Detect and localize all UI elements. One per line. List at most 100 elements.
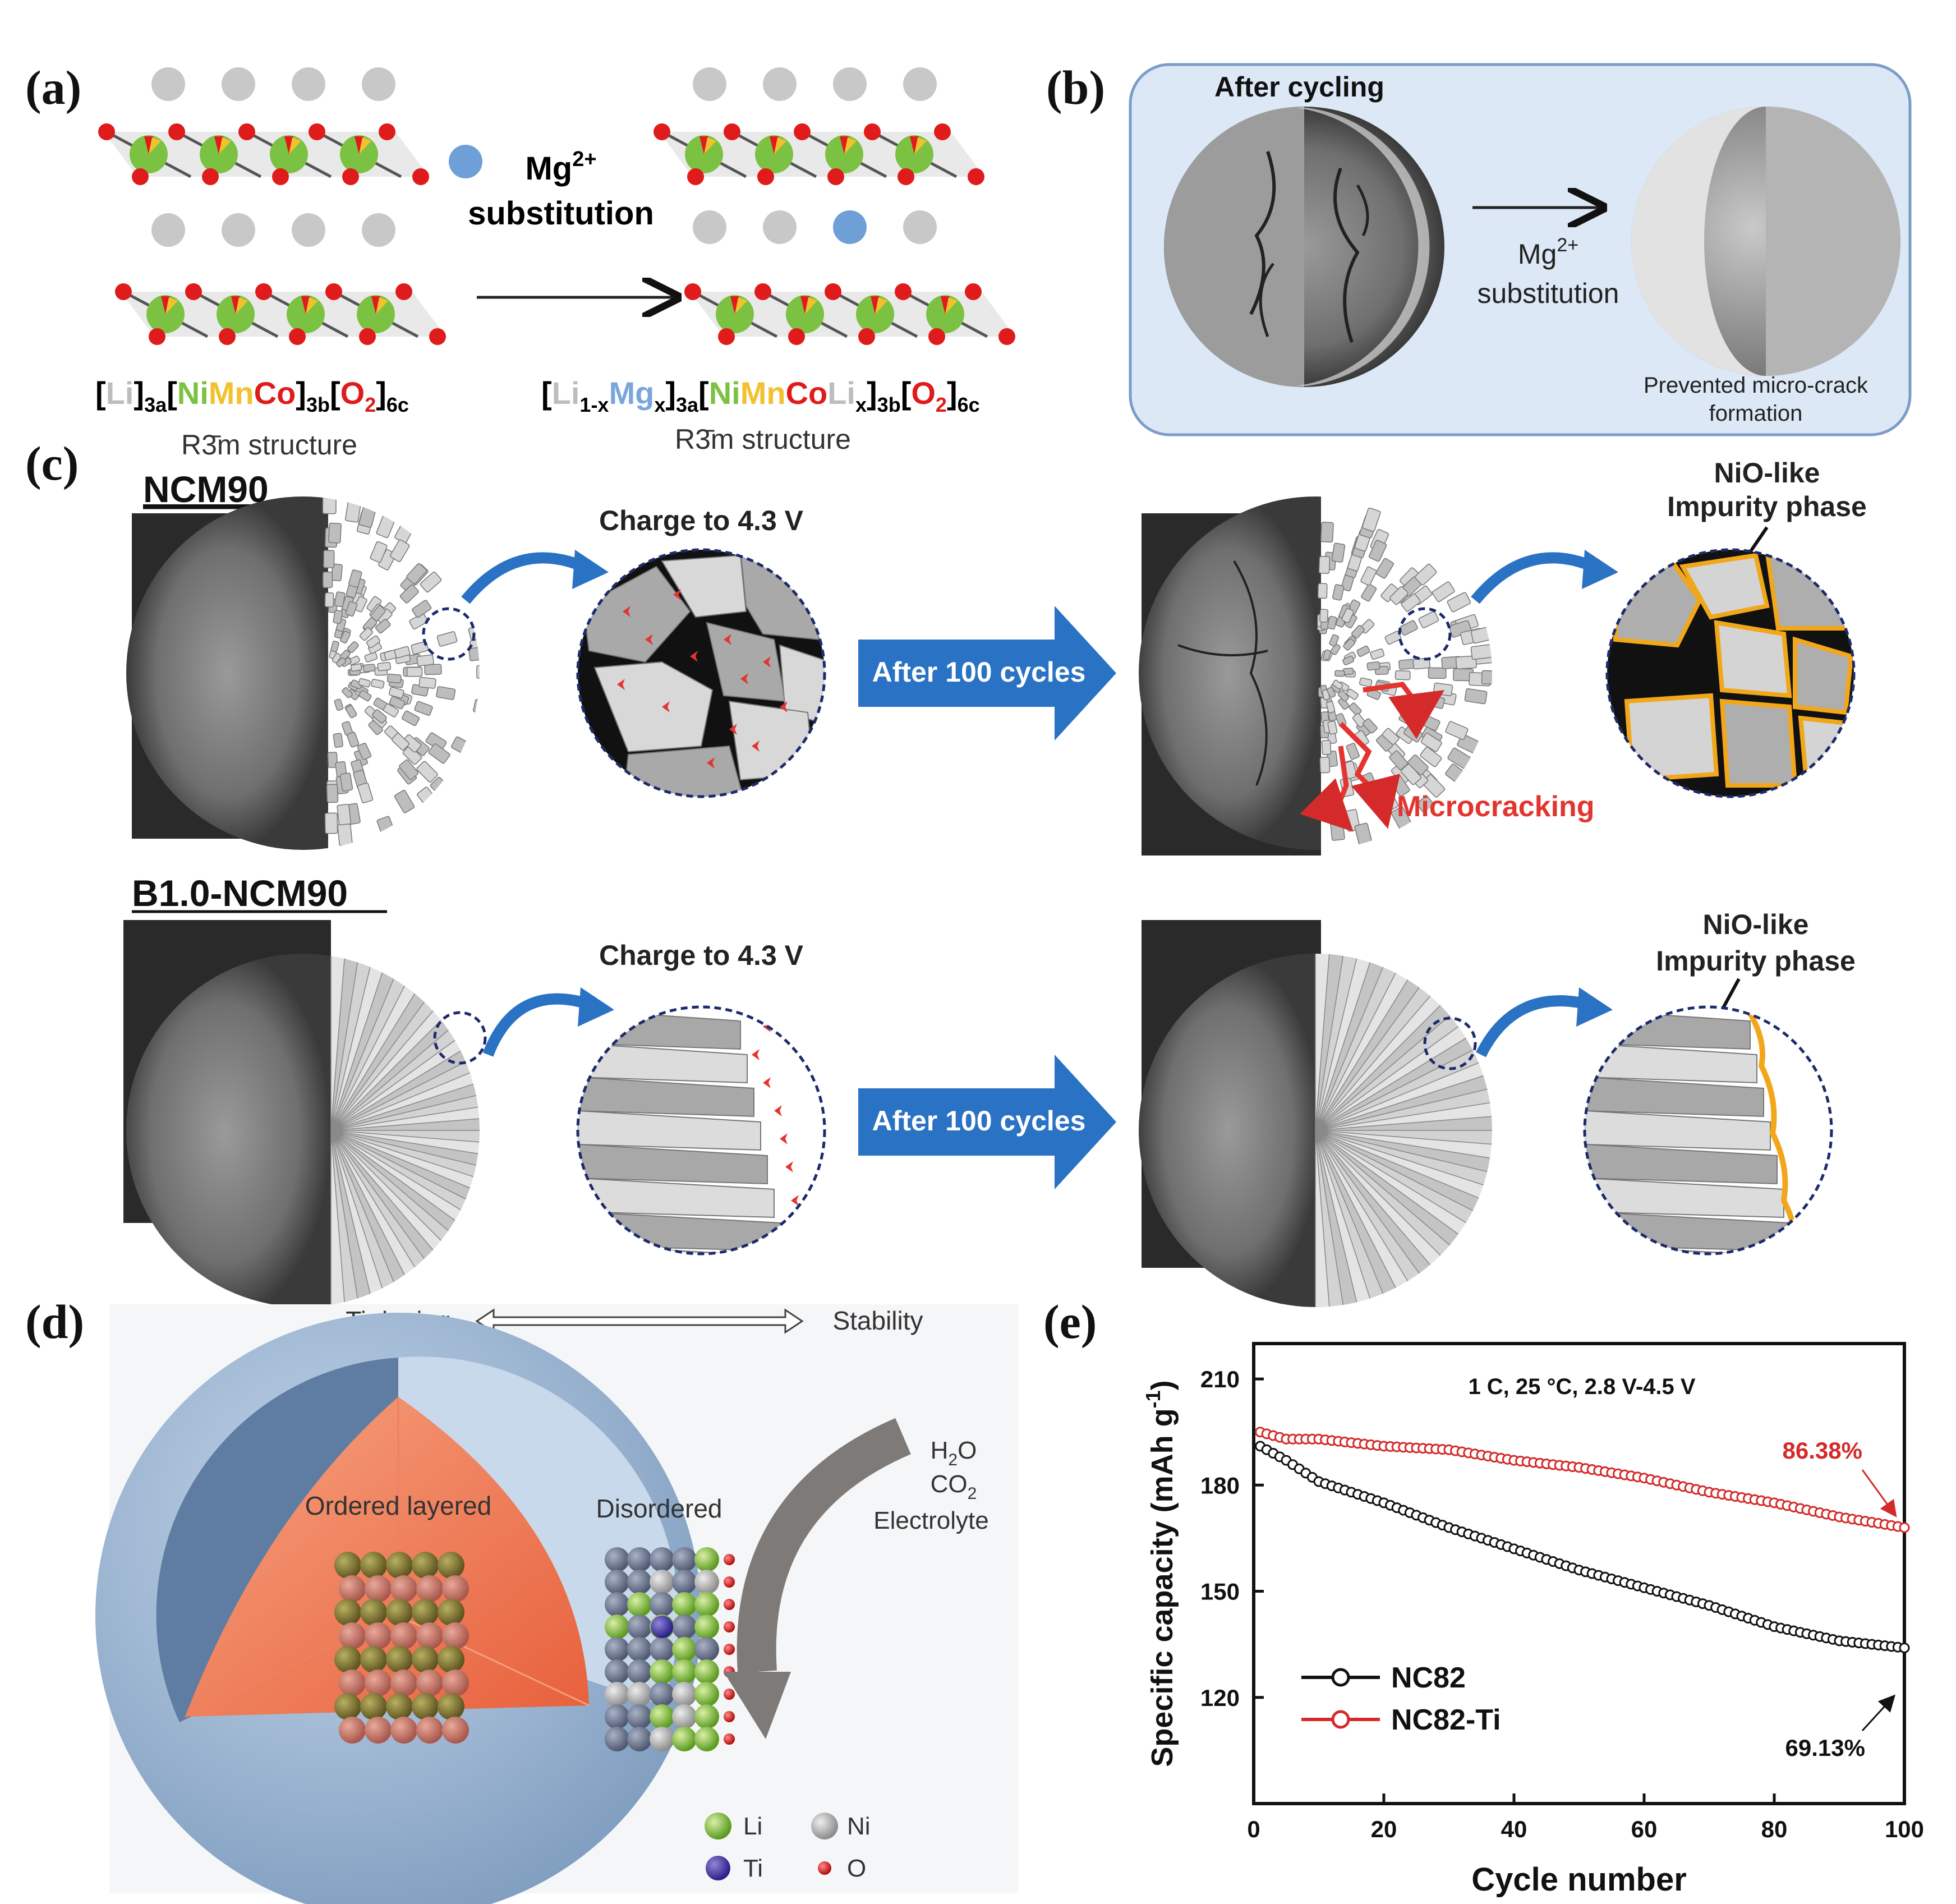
primary-grain (1330, 643, 1341, 655)
oxygen-ion (255, 283, 272, 300)
mn-wedge (306, 297, 318, 314)
primary-grain (334, 698, 344, 711)
y-tick-label: 150 (1200, 1579, 1240, 1605)
oxygen-ion (309, 123, 325, 140)
sem-particle-cracked (1164, 107, 1444, 387)
attack-electrolyte: Electrolyte (873, 1507, 988, 1534)
strain-arrow (617, 679, 625, 690)
panel-b-caption-line1: Prevented micro-crack (1644, 373, 1868, 398)
radial-strip (1585, 1042, 1757, 1084)
lattice-atom (672, 1570, 697, 1594)
primary-grain (1332, 679, 1343, 689)
formula-left: [Li]3a[NiMnCo]3b[O2]6c (95, 375, 409, 416)
li-atom-icon (705, 1813, 731, 1839)
lattice-atom (442, 1670, 469, 1696)
microcracking-label: Microcracking (1397, 790, 1595, 823)
primary-grain (1363, 718, 1378, 734)
row2-impurity-line2: Impurity phase (1656, 945, 1856, 977)
primary-grain (358, 678, 371, 688)
grain (661, 554, 747, 618)
primary-grain (420, 571, 442, 593)
lattice-atom (672, 1615, 697, 1639)
annotation-nc82-ti: 86.38% (1783, 1437, 1862, 1464)
oxygen-ion (794, 123, 811, 140)
mn-wedge (704, 137, 716, 154)
lattice-atom (438, 1552, 464, 1579)
atom-legend: Li Ni Ti O (705, 1813, 871, 1882)
lattice-atom (650, 1547, 674, 1572)
strain-arrow (707, 757, 715, 769)
li-ion (833, 67, 867, 101)
lattice-atom (334, 1693, 361, 1720)
row2-charge-label: Charge to 4.3 V (599, 940, 804, 971)
oxygen-ion (272, 168, 289, 185)
primary-grain (1326, 701, 1336, 714)
oxygen-ion (788, 328, 805, 345)
co-wedge (941, 296, 950, 314)
primary-grain (370, 541, 388, 563)
lattice-atom (334, 1599, 361, 1626)
primary-grain (1318, 555, 1331, 574)
lattice-atom (672, 1659, 697, 1684)
mn-wedge (359, 137, 371, 154)
primary-grain (417, 787, 440, 811)
primary-grain (1346, 688, 1359, 700)
strain-arrow (662, 701, 670, 712)
strain-arrow (752, 1049, 760, 1060)
mn-wedge (376, 297, 388, 314)
lattice-atom (694, 1704, 719, 1729)
zoom-arrow-1 (461, 552, 586, 604)
primary-grain (1415, 563, 1437, 586)
mn-wedge (774, 137, 786, 154)
lattice-atom (694, 1592, 719, 1617)
li-ion (763, 67, 797, 101)
ncm90-charge-zoom (576, 548, 826, 798)
oxygen-ion (653, 123, 670, 140)
li-ion (763, 210, 797, 244)
row1-title: NCM90 (143, 468, 269, 510)
oxygen-atom (724, 1689, 735, 1700)
primary-grain (476, 665, 480, 679)
oxygen-ion (379, 123, 395, 140)
primary-grain (323, 571, 333, 588)
co-wedge (840, 136, 849, 154)
lattice-atom (650, 1659, 674, 1684)
zoom-arrow-4 (1476, 995, 1589, 1057)
chart-series (1255, 1427, 1910, 1653)
primary-grain (1361, 583, 1377, 602)
row2-cycles-label: After 100 cycles (872, 1105, 1086, 1137)
degraded-grain (1679, 553, 1770, 620)
radial-strip (1585, 1143, 1778, 1185)
strain-arrow (623, 606, 630, 617)
panel-label-e: (e) (1043, 1295, 1097, 1349)
primary-grain (1356, 645, 1370, 657)
primary-grain (346, 705, 357, 719)
lattice-atom (365, 1622, 392, 1649)
lattice-atom (339, 1575, 366, 1602)
legend-li: Li (743, 1813, 762, 1840)
lattice-atom (694, 1570, 719, 1594)
primary-grain (473, 698, 480, 716)
row1-cycles-label: After 100 cycles (872, 656, 1086, 688)
strain-arrow (791, 1195, 799, 1206)
lattice-atom (442, 1717, 469, 1744)
lattice-atom (605, 1704, 629, 1729)
oxygen-atom (724, 1621, 735, 1632)
primary-grain (376, 816, 397, 841)
radial-strip (578, 1244, 788, 1254)
x-tick-label: 80 (1761, 1816, 1788, 1842)
primary-grain (1327, 615, 1337, 630)
primary-grain (375, 618, 391, 634)
primary-grain (335, 657, 347, 668)
co-wedge (800, 296, 809, 314)
radial-strip (1585, 1110, 1771, 1151)
oxygen-ion (928, 328, 945, 345)
lattice-atom (694, 1637, 719, 1662)
lattice-atom (650, 1704, 674, 1729)
lattice-atom (694, 1615, 719, 1639)
mg-ion-icon (449, 145, 482, 178)
oxygen-ion (864, 123, 881, 140)
primary-grain (358, 503, 377, 528)
